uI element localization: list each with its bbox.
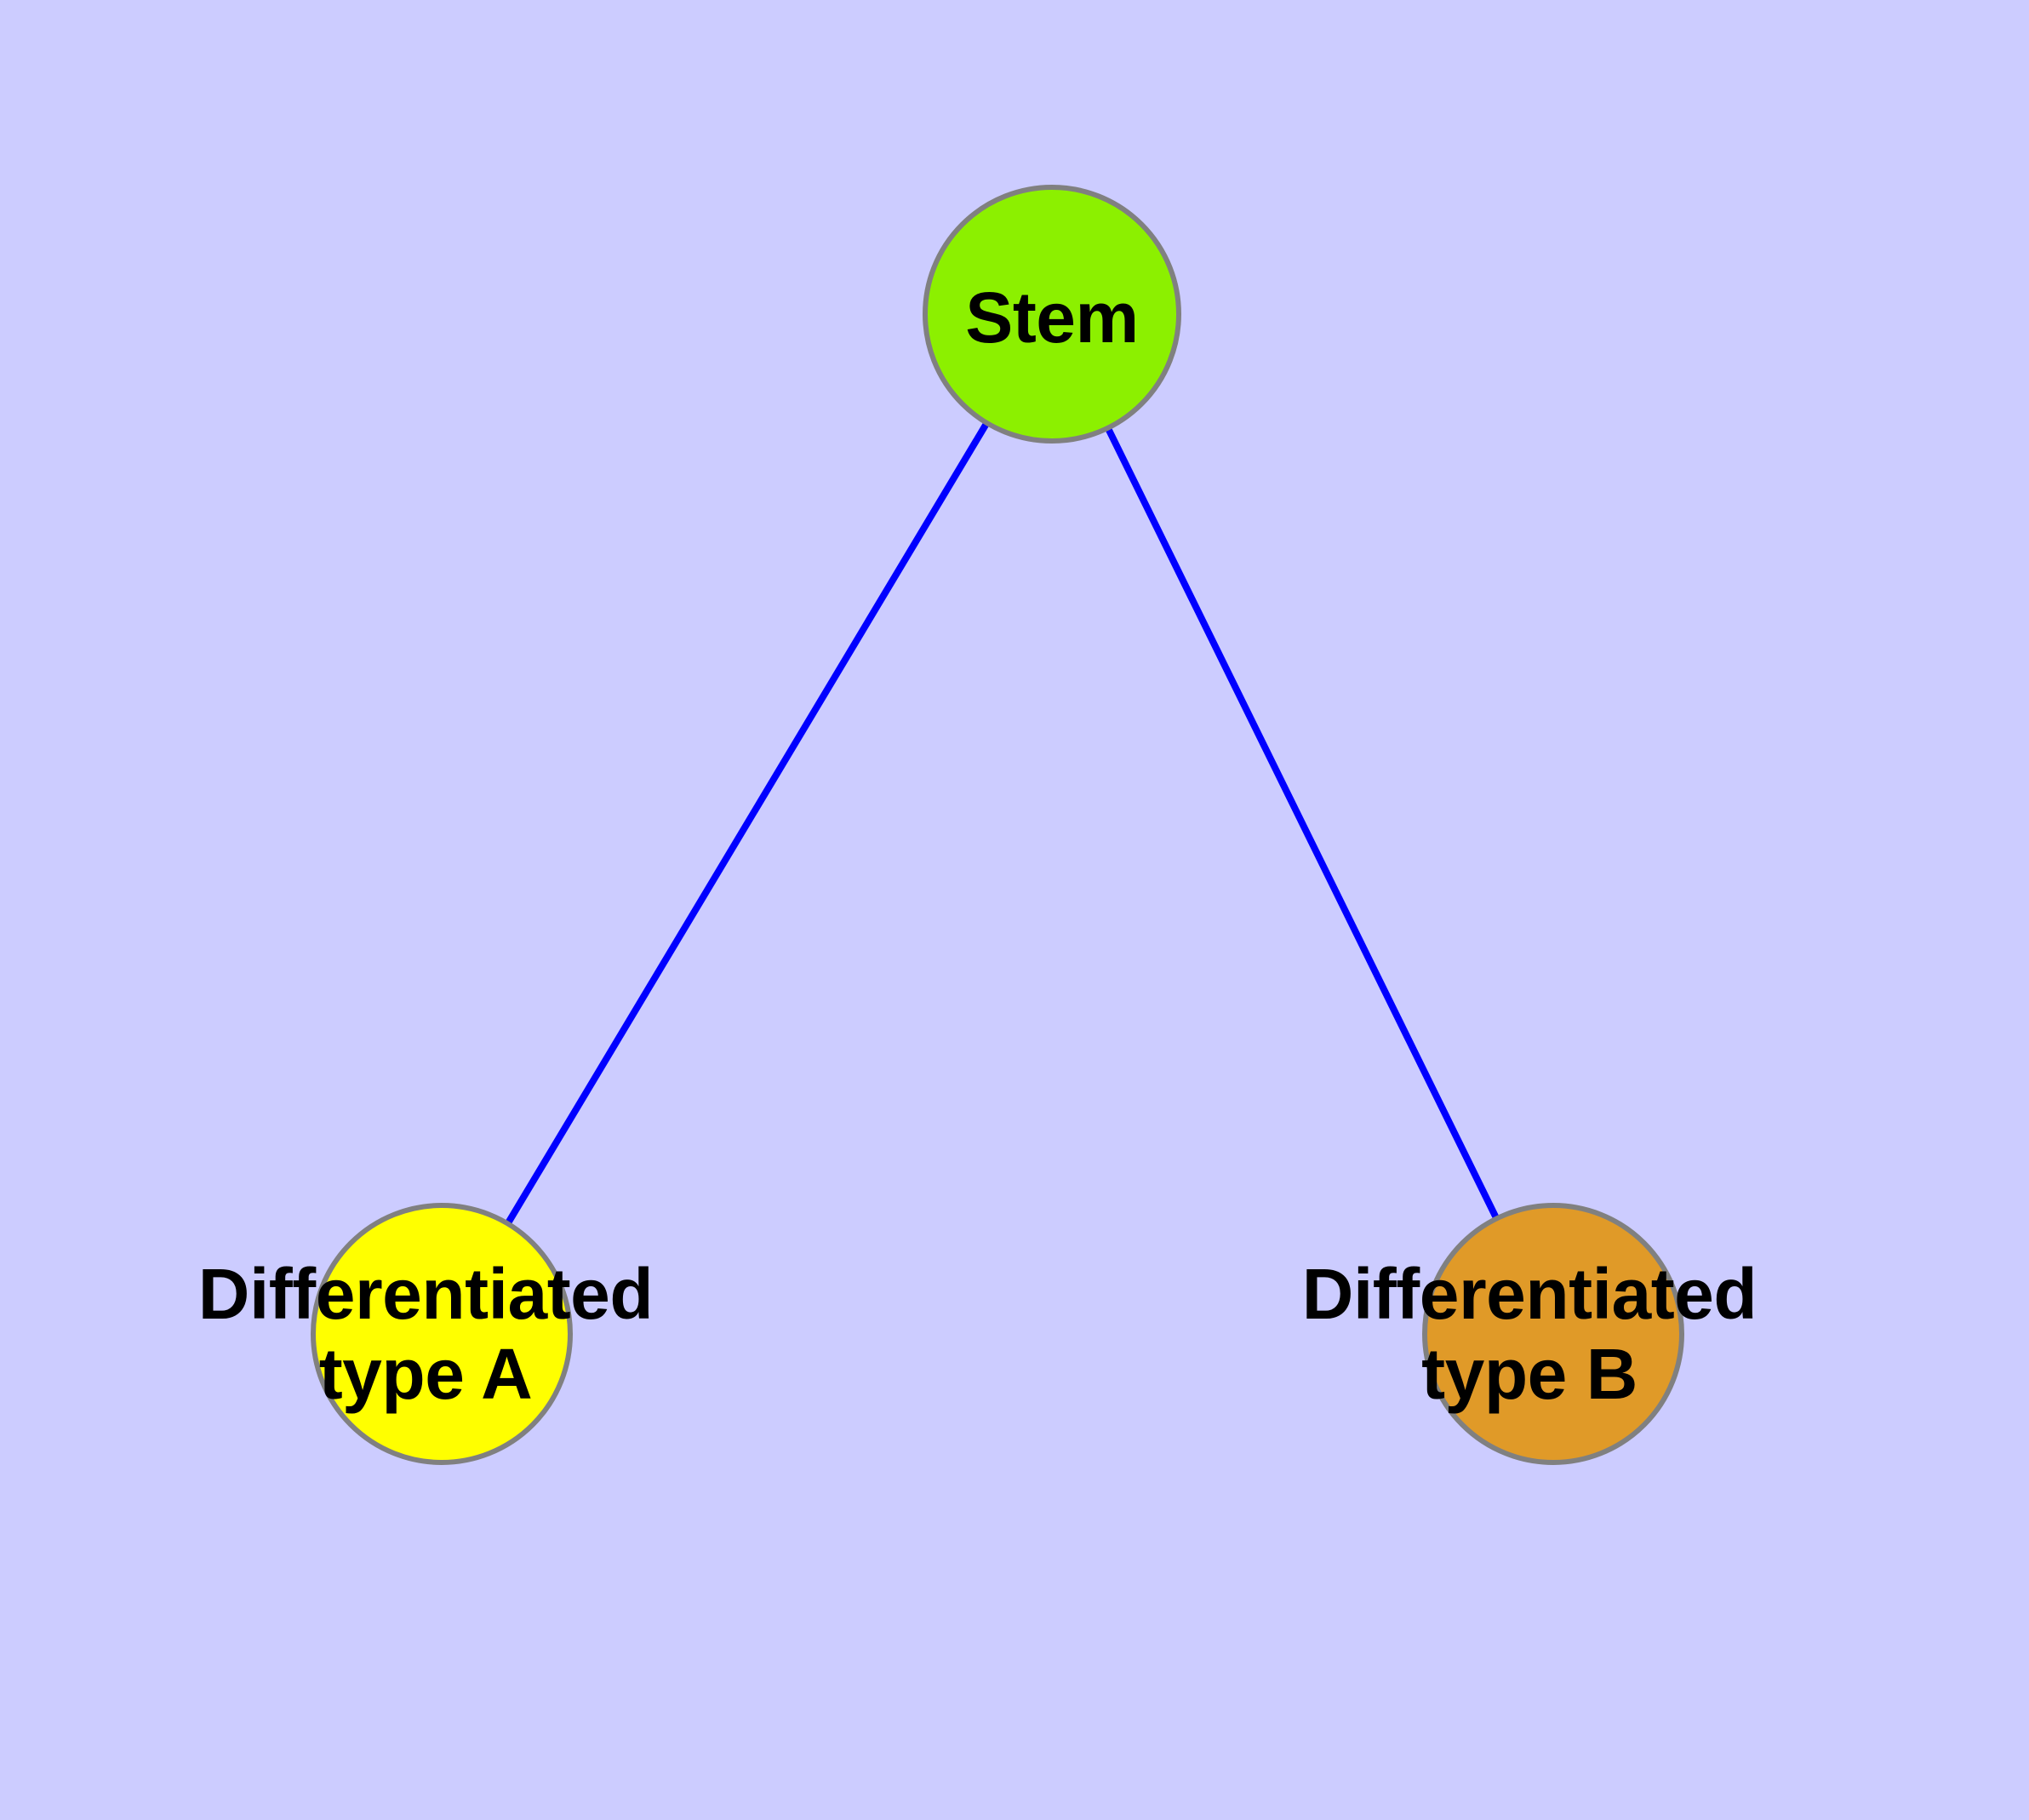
edge-stem-to-differentiated-b: [1105, 426, 1500, 1221]
nodes-layer: [311, 185, 1684, 1465]
edges-layer: [505, 421, 1500, 1226]
node-differentiated-type-b[interactable]: [1422, 1203, 1684, 1465]
edge-stem-to-differentiated-a: [505, 421, 990, 1226]
node-differentiated-type-a[interactable]: [311, 1203, 573, 1465]
node-stem[interactable]: [923, 185, 1181, 444]
